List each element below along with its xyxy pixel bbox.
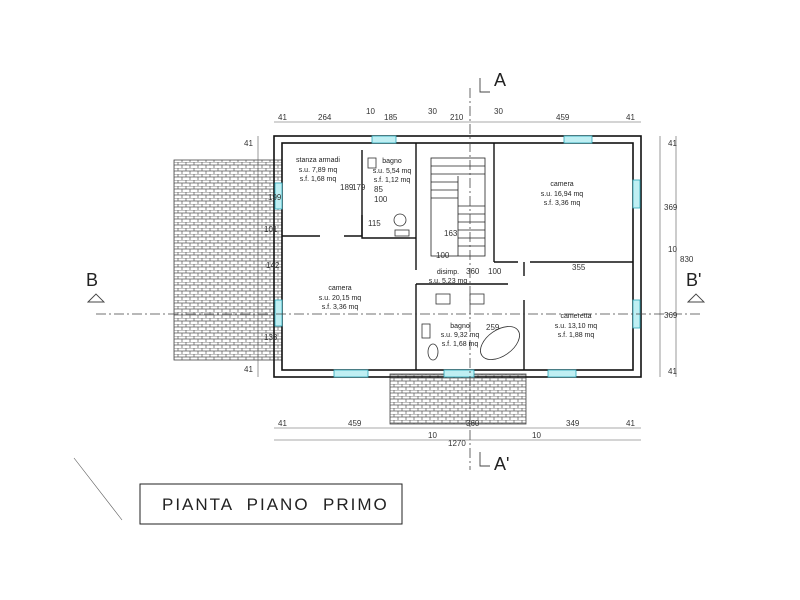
dim-142: 142 [266, 261, 280, 270]
room-disimp: disimp. s.u. 5,23 mq [429, 269, 468, 285]
dim-189: 189 [340, 183, 354, 192]
dim-right-1: 41 [668, 139, 677, 148]
dim-top-7: 30 [494, 107, 503, 116]
room-sf: s.f. 1,12 mq [374, 177, 411, 184]
dimension-lines [73, 121, 677, 521]
section-label-b-left: B [86, 270, 98, 290]
dim-total-bottom: 1270 [448, 439, 466, 448]
section-label-a-bottom: A' [494, 454, 509, 474]
dim-top-8: 459 [556, 113, 570, 122]
room-su: s.u. 5,23 mq [429, 278, 468, 285]
dim-left-2: 41 [244, 365, 253, 374]
dim-left-1: 41 [244, 139, 253, 148]
dim-bottom-6: 349 [566, 419, 580, 428]
dim-right-4: 369 [664, 311, 678, 320]
dim-right-3: 10 [668, 245, 677, 254]
dim-259: 259 [486, 323, 500, 332]
dim-163: 163 [444, 229, 458, 238]
room-name: camera [550, 181, 573, 188]
interior-walls [282, 143, 633, 370]
room-camera-w: camera s.u. 20,15 mq s.f. 3,36 mq [319, 285, 362, 311]
dim-right-2: 369 [664, 203, 678, 212]
room-sf: s.f. 1,68 mq [442, 341, 479, 348]
drawing-title: PIANTA PIANO PRIMO [162, 495, 389, 514]
roof-tiles-south [389, 373, 527, 425]
dim-101: 101 [264, 225, 278, 234]
section-label-a-top: A [494, 70, 506, 90]
dim-right-5: 41 [668, 367, 677, 376]
dim-top-5: 30 [428, 107, 437, 116]
dim-bottom-7: 41 [626, 419, 635, 428]
dim-total-right: 830 [680, 255, 694, 264]
room-name: cameretta [560, 313, 591, 320]
room-name: bagno [382, 158, 402, 165]
dim-bottom-1: 41 [278, 419, 287, 428]
bathroom-fixtures [367, 157, 520, 361]
room-su: s.u. 20,15 mq [319, 295, 362, 302]
dim-199: 199 [268, 193, 282, 202]
dim-bottom-3: 10 [428, 431, 437, 440]
room-sf: s.f. 1,88 mq [558, 332, 595, 339]
dim-100c: 100 [488, 267, 502, 276]
dim-115: 115 [368, 219, 381, 228]
room-name: disimp. [437, 269, 459, 276]
room-stanza-armadi: stanza armadi s.u. 7,89 mq s.f. 1,68 mq [296, 157, 340, 183]
dim-top-2: 264 [318, 113, 332, 122]
room-su: s.u. 13,10 mq [555, 323, 598, 330]
dim-100a: 100 [374, 195, 388, 204]
dim-360: 360 [466, 267, 480, 276]
room-sf: s.f. 1,68 mq [300, 176, 337, 183]
room-su: s.u. 7,89 mq [299, 167, 338, 174]
room-su: s.u. 16,94 mq [541, 191, 584, 198]
dim-top-6: 210 [450, 113, 464, 122]
title-box [139, 483, 403, 525]
roof-tiles-west [173, 159, 283, 361]
dim-top-4: 185 [384, 113, 398, 122]
dim-85: 85 [374, 185, 383, 194]
dim-top-1: 41 [278, 113, 287, 122]
dim-bottom-5: 10 [532, 431, 541, 440]
dim-133: 133 [264, 333, 278, 342]
dim-bottom-2: 459 [348, 419, 362, 428]
room-su: s.u. 5,54 mq [373, 168, 412, 175]
section-markers [86, 78, 706, 467]
room-name: camera [328, 285, 351, 292]
room-name: stanza armadi [296, 157, 340, 164]
dim-355: 355 [572, 263, 586, 272]
room-cameretta: cameretta s.u. 13,10 mq s.f. 1,88 mq [555, 313, 598, 339]
room-bagno-main: bagno s.u. 9,32 mq s.f. 1,68 mq [441, 323, 480, 348]
room-sf: s.f. 3,36 mq [322, 304, 359, 311]
room-bagno-small: bagno s.u. 5,54 mq s.f. 1,12 mq [373, 158, 412, 184]
dim-top-9: 41 [626, 113, 635, 122]
dim-bottom-4: 360 [466, 419, 480, 428]
dim-top-3: 10 [366, 107, 375, 116]
room-name: bagno [450, 323, 470, 330]
section-label-b-right: B' [686, 270, 701, 290]
section-lines [96, 88, 700, 470]
dim-179: 179 [352, 183, 366, 192]
dim-100b: 100 [436, 251, 450, 260]
room-camera-ne: camera s.u. 16,94 mq s.f. 3,36 mq [541, 181, 584, 207]
room-sf: s.f. 3,36 mq [544, 200, 581, 207]
stairs [430, 157, 486, 257]
room-su: s.u. 9,32 mq [441, 332, 480, 339]
